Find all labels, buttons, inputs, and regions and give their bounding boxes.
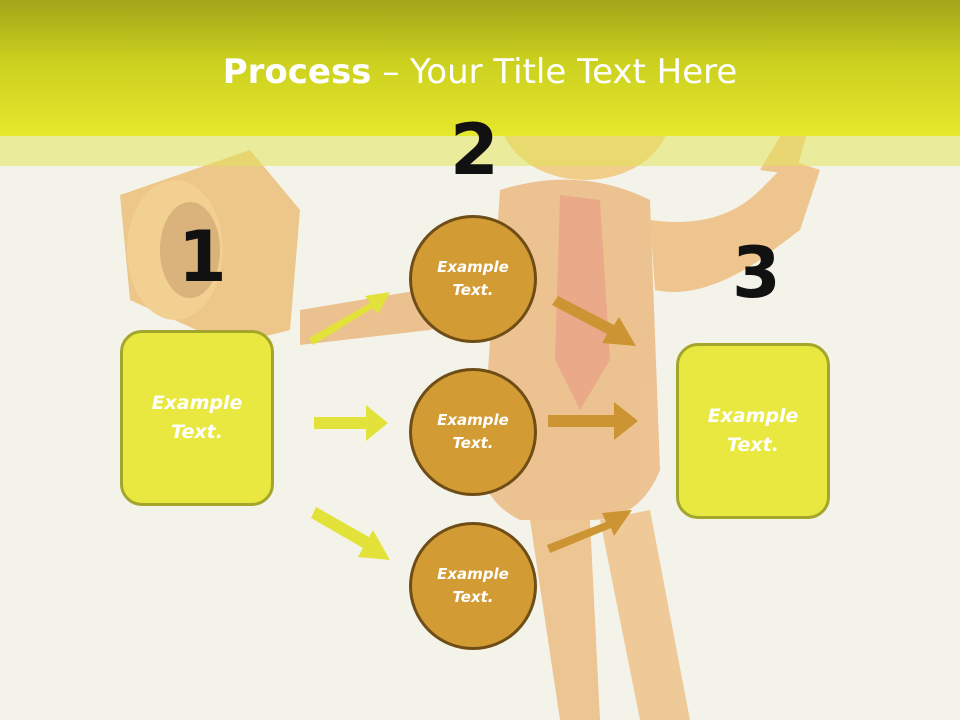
process-circle-2-text: Example Text. xyxy=(437,411,509,452)
process-circle-1-text: Example Text. xyxy=(437,258,509,299)
step-3-box: Example Text. xyxy=(676,343,830,519)
step-3-box-text: Example Text. xyxy=(707,405,799,456)
title-bold: Process xyxy=(222,52,372,92)
step-1-box: Example Text. xyxy=(120,330,274,506)
step-number-3: 3 xyxy=(732,232,781,314)
process-circle-3: Example Text. xyxy=(409,522,537,650)
process-circle-1: Example Text. xyxy=(409,215,537,343)
title-bar-shadow xyxy=(0,136,960,166)
step-number-2: 2 xyxy=(450,109,499,191)
slide-title: Process – Your Title Text Here xyxy=(0,52,960,92)
process-circle-2: Example Text. xyxy=(409,368,537,496)
title-rest: – Your Title Text Here xyxy=(371,52,738,92)
step-1-box-text: Example Text. xyxy=(151,392,243,443)
step-number-1: 1 xyxy=(178,216,227,298)
title-bar xyxy=(0,0,960,136)
process-circle-3-text: Example Text. xyxy=(437,565,509,606)
